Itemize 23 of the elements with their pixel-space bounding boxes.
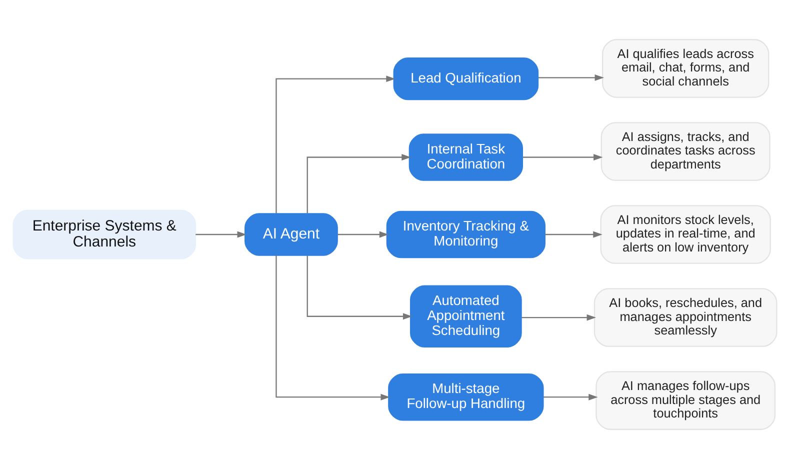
arrow [338,230,389,238]
arrow [521,314,596,320]
arrow [522,154,603,160]
arrow [544,230,602,238]
node-box: Multi-stage Follow-up Handling [388,372,544,420]
arrow [306,154,411,213]
arrow [543,393,598,400]
node-box: Internal Task Coordination [408,133,523,180]
arrow [538,74,604,80]
node-box: AI assigns, tracks, and coordinates tasks across departments [600,122,770,180]
node-box: AI monitors stock levels, updates in real-time, and alerts on low inventory [600,204,771,264]
node-box: Lead Qualification [393,56,539,100]
arrow [306,255,412,320]
node-box: AI books, reschedules, and manages appointments seamlessly [594,288,778,346]
node-box: Inventory Tracking & Monitoring [386,210,546,258]
node-box: Enterprise Systems & Channels [12,209,196,259]
arrow [276,75,396,213]
node-box: Automated Appointment Scheduling [410,284,522,348]
node-box: AI qualifies leads across email, chat, forms, and social channels [602,38,770,98]
node-box: AI manages follow-ups across multiple stages and touchpoints [596,370,776,430]
arrow [196,230,247,238]
arrow [276,254,390,400]
node-box: AI Agent [244,212,338,256]
